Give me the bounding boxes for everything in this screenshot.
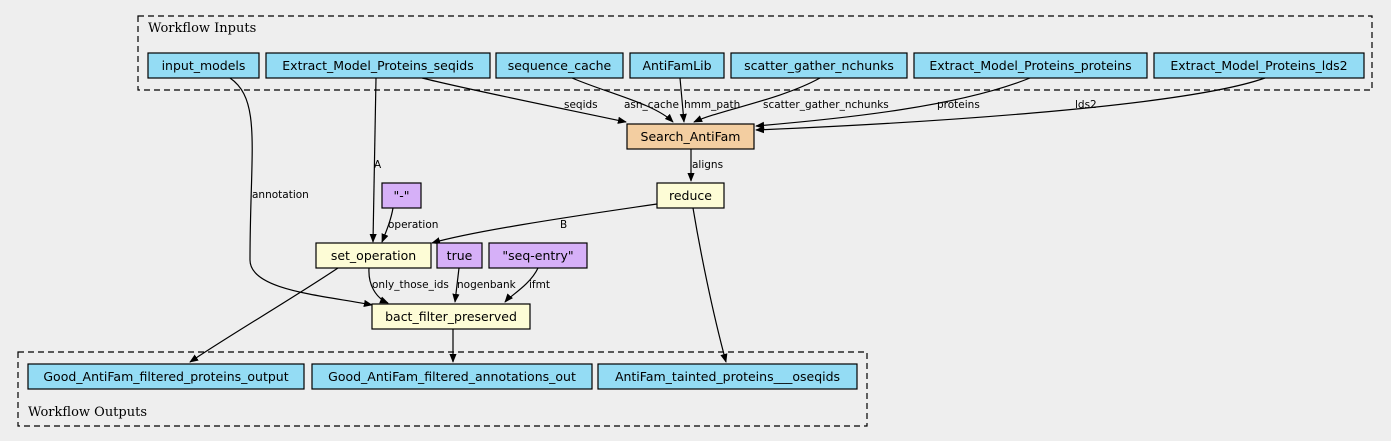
output-node-good-annotations[interactable]: Good_AntiFam_filtered_annotations_out bbox=[311, 363, 593, 390]
output-node-tainted-proteins[interactable]: AntiFam_tainted_proteins___oseqids bbox=[597, 363, 858, 390]
node-label-set-operation: set_operation bbox=[331, 248, 416, 263]
edge-proteins bbox=[755, 77, 1031, 129]
edge-label-proteins: proteins bbox=[937, 99, 980, 111]
node-label-good-annotations: Good_AntiFam_filtered_annotations_out bbox=[328, 369, 576, 384]
edges bbox=[189, 77, 1266, 363]
step-node-reduce[interactable]: reduce bbox=[656, 182, 725, 209]
input-node-antifamlib[interactable]: AntiFamLib bbox=[629, 52, 725, 79]
edge-tainted bbox=[692, 207, 728, 363]
node-label-seq-entry: "seq-entry" bbox=[502, 248, 573, 263]
edge-label-nogenbank: nogenbank bbox=[457, 279, 517, 291]
edge-scatter-gather bbox=[693, 77, 821, 123]
node-label-antifamlib: AntiFamLib bbox=[642, 58, 711, 73]
edge-label-lds2: lds2 bbox=[1075, 99, 1097, 111]
edge-hmm-path bbox=[679, 77, 687, 123]
workflow-inputs-label: Workflow Inputs bbox=[148, 21, 256, 36]
step-node-bact-filter-preserved[interactable]: bact_filter_preserved bbox=[371, 303, 531, 330]
edge-good-proteins bbox=[189, 267, 339, 363]
node-label-search-antifam: Search_AntiFam bbox=[641, 129, 741, 144]
step-node-search-antifam[interactable]: Search_AntiFam bbox=[626, 123, 755, 150]
edge-label-scatter-gather: scatter_gather_nchunks bbox=[763, 99, 889, 111]
input-node-extract-proteins[interactable]: Extract_Model_Proteins_proteins bbox=[913, 52, 1148, 79]
node-label-dash: "-" bbox=[393, 188, 409, 203]
input-node-scatter-gather-nchunks[interactable]: scatter_gather_nchunks bbox=[730, 52, 908, 79]
edge-a bbox=[369, 77, 377, 243]
constant-node-true[interactable]: true bbox=[436, 242, 483, 269]
edge-labels: seqids asn_cache hmm_path scatter_gather… bbox=[252, 99, 1097, 291]
input-node-input-models[interactable]: input_models bbox=[147, 52, 260, 79]
edge-label-b: B bbox=[560, 219, 567, 231]
workflow-outputs-label: Workflow Outputs bbox=[28, 405, 147, 420]
edge-asn-cache bbox=[571, 77, 674, 123]
node-label-reduce: reduce bbox=[669, 188, 712, 203]
node-label-bact-filter-preserved: bact_filter_preserved bbox=[385, 309, 517, 324]
node-label-tainted-proteins: AntiFam_tainted_proteins___oseqids bbox=[615, 369, 840, 384]
edge-label-operation: operation bbox=[388, 219, 438, 231]
input-node-extract-seqids[interactable]: Extract_Model_Proteins_seqids bbox=[265, 52, 491, 79]
workflow-outputs-cluster: Workflow Outputs bbox=[17, 351, 868, 427]
node-label-scatter-gather-nchunks: scatter_gather_nchunks bbox=[744, 58, 894, 73]
constant-node-dash[interactable]: "-" bbox=[381, 182, 422, 209]
input-node-extract-lds2[interactable]: Extract_Model_Proteins_lds2 bbox=[1153, 52, 1365, 79]
edge-ifmt bbox=[504, 267, 539, 303]
edge-label-a: A bbox=[374, 159, 382, 171]
output-node-good-proteins[interactable]: Good_AntiFam_filtered_proteins_output bbox=[27, 363, 305, 390]
edge-label-ifmt: ifmt bbox=[529, 279, 550, 291]
edge-seqids bbox=[421, 77, 627, 124]
input-node-sequence-cache[interactable]: sequence_cache bbox=[495, 52, 624, 79]
edge-label-asn-cache: asn_cache bbox=[624, 99, 679, 111]
step-node-set-operation[interactable]: set_operation bbox=[315, 242, 432, 269]
edge-label-seqids: seqids bbox=[564, 99, 598, 111]
node-label-extract-proteins: Extract_Model_Proteins_proteins bbox=[929, 58, 1131, 73]
edge-annotation bbox=[229, 77, 373, 308]
node-label-good-proteins: Good_AntiFam_filtered_proteins_output bbox=[43, 369, 288, 384]
edge-label-annotation: annotation bbox=[252, 189, 309, 201]
constant-node-seq-entry[interactable]: "seq-entry" bbox=[488, 242, 588, 269]
edge-label-hmm-path: hmm_path bbox=[684, 99, 740, 111]
node-label-input-models: input_models bbox=[162, 58, 246, 73]
edge-label-aligns: aligns bbox=[692, 159, 723, 171]
workflow-inputs-cluster: Workflow Inputs bbox=[137, 15, 1373, 91]
edge-lds2 bbox=[755, 77, 1266, 134]
node-label-true: true bbox=[447, 248, 473, 263]
edge-b bbox=[431, 203, 658, 245]
node-label-extract-lds2: Extract_Model_Proteins_lds2 bbox=[1170, 58, 1347, 73]
edge-label-only-those-ids: only_those_ids bbox=[372, 279, 449, 291]
edge-only-those-ids bbox=[368, 267, 389, 304]
node-label-sequence-cache: sequence_cache bbox=[508, 58, 612, 73]
edge-operation bbox=[381, 207, 394, 243]
edge-nogenbank bbox=[452, 267, 460, 303]
node-label-extract-seqids: Extract_Model_Proteins_seqids bbox=[282, 58, 473, 73]
